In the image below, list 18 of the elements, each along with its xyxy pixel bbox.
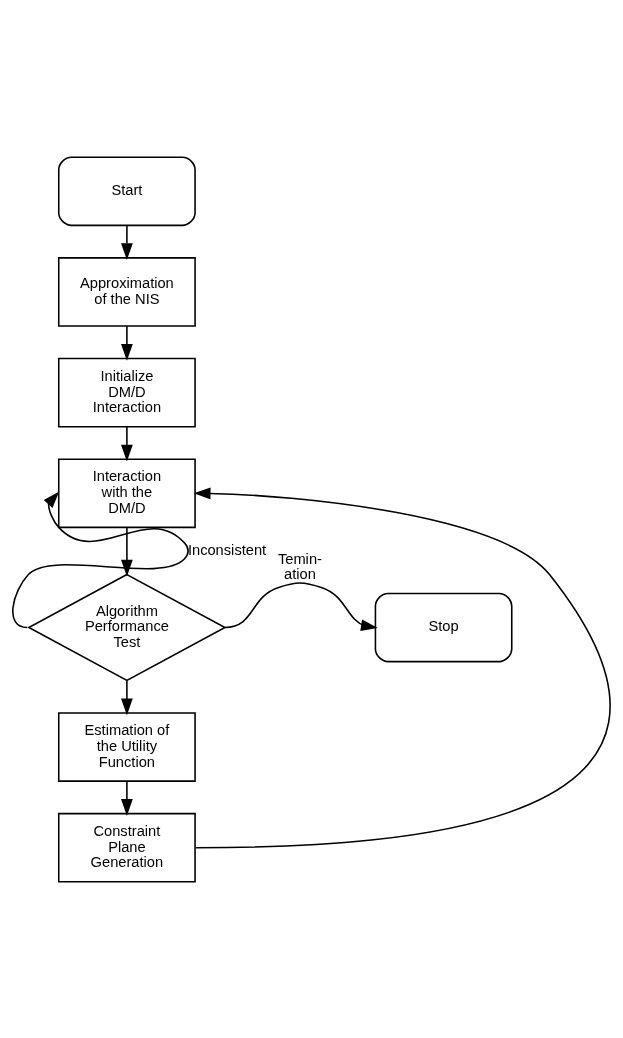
node-box: Stop [374,592,513,662]
arrow [121,779,133,816]
node-diamond: Algorithm Performance Test [27,573,227,681]
arrow [121,679,133,715]
arrow [121,425,133,461]
node-box: Constraint Plane Generation [57,812,196,883]
arrow [12,491,189,628]
arrow [193,487,610,848]
arrow [121,324,133,361]
node-box: Approximation of the NIS [57,256,196,327]
edge-label: Temin- ation [277,550,322,582]
node-box: Estimation of the Utility Function [57,711,196,782]
node-box: Start [57,155,196,226]
node-box: Interaction with the DM/D [57,457,196,528]
arrow [224,581,378,631]
edge-label: Inconsistent [187,541,267,558]
arrow [121,224,133,260]
node-box: Initialize DM/D Interaction [57,357,196,427]
